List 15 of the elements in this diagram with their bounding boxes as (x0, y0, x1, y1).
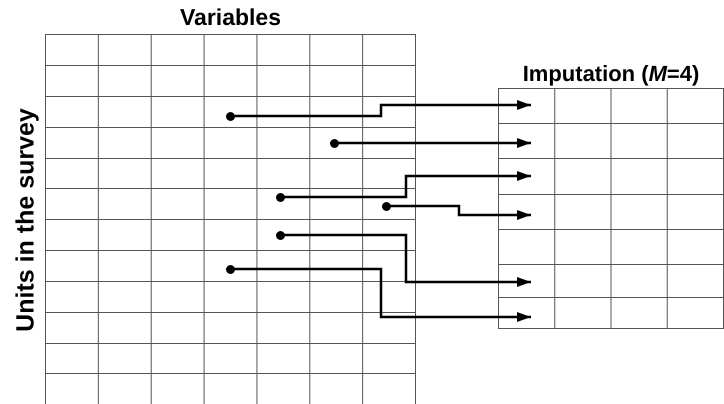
dot-marker (276, 192, 284, 202)
dot-marker (226, 112, 234, 120)
arrow (284, 234, 531, 287)
table-heading: Imputation (M=4) (522, 60, 700, 88)
dot-marker (382, 202, 390, 210)
dot-marker (226, 264, 234, 274)
arrow (284, 171, 531, 198)
dot-marker (330, 138, 338, 148)
table-heading: Variables (180, 3, 282, 32)
arrow (234, 100, 531, 118)
arrow (338, 138, 531, 148)
axis-label: Units in the survey (12, 108, 40, 332)
dot-marker (276, 230, 284, 240)
arrow (234, 268, 531, 322)
arrow (390, 204, 531, 220)
